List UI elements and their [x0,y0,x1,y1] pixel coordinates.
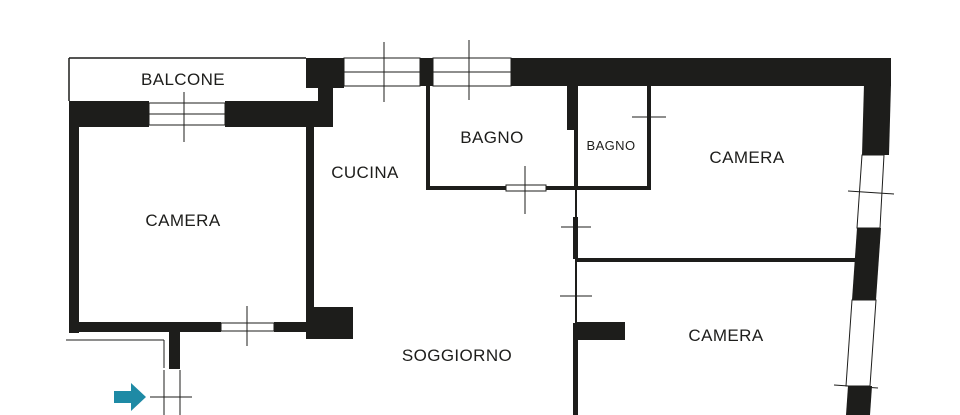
window-right-upper [856,154,885,229]
wall-column-block [306,307,353,339]
window-right-lower-axis [833,384,879,389]
wall-camera-bottom-right [274,322,314,332]
window-right-upper-axis [847,190,895,195]
room-label-balcone: BALCONE [141,70,225,89]
room-label-camera-left: CAMERA [145,211,220,230]
wall-camera-stub [575,322,625,340]
wall-left [69,101,79,333]
arrow-right-icon [114,383,146,411]
wall-entrance-stub [169,332,180,369]
room-label-camera-top-right: CAMERA [709,148,784,167]
wall-right-upper [862,84,891,155]
room-labels: BALCONE CAMERA CUCINA BAGNO BAGNO CAMERA… [141,70,784,365]
doors [66,116,666,415]
wall-top-pier [420,58,433,86]
windows [148,40,895,389]
wall-central-bottom [573,323,578,415]
wall-top-right [511,58,891,86]
wall-balcony-left [69,101,149,127]
wall-central-top [567,86,576,130]
balcony [68,57,306,101]
wall-right-lower [846,386,872,415]
wall-cucina-left [306,127,314,327]
wall-right-middle [852,228,881,300]
wall-camera-bottom-left [69,322,221,332]
room-label-soggiorno: SOGGIORNO [402,346,512,365]
room-label-bagno-main: BAGNO [460,128,523,147]
room-label-camera-bottom-right: CAMERA [688,326,763,345]
door-bagno [505,184,547,192]
room-label-bagno-small: BAGNO [587,138,636,153]
walls [69,58,891,415]
wall-corner-column [318,86,333,127]
wall-balcony-right [225,101,333,127]
interior-walls [426,86,857,323]
wall-corner-block [306,58,344,88]
room-label-cucina: CUCINA [331,163,399,182]
window-right-lower [845,299,877,387]
